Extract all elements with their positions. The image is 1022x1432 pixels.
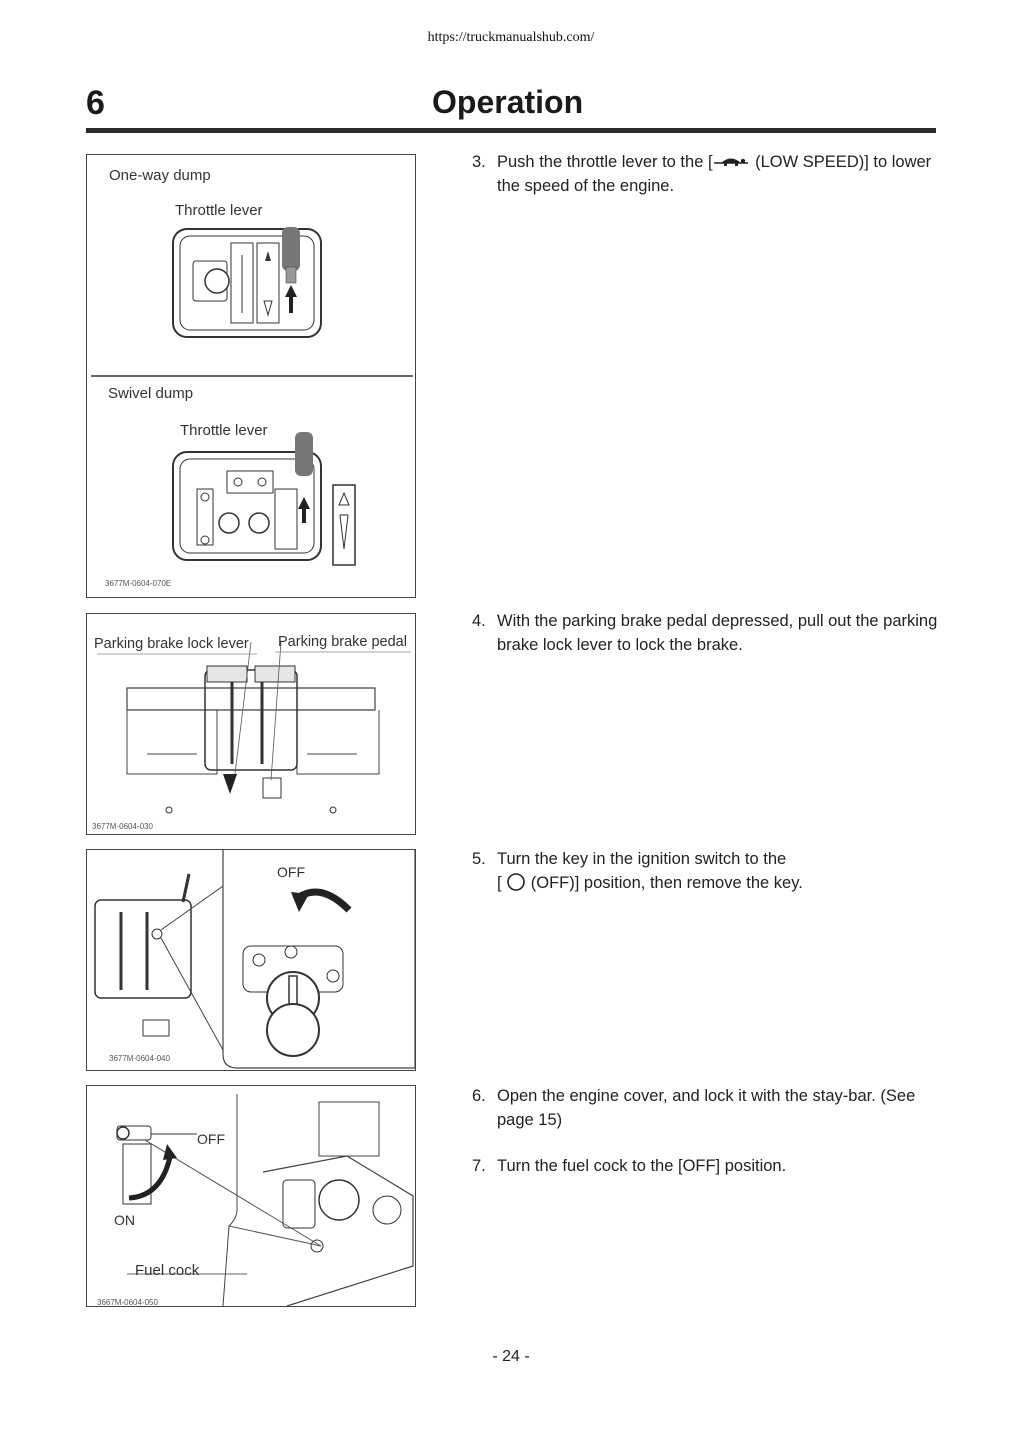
figure-code: 3677M-0604-070E [105,579,172,588]
step-6: 6. Open the engine cover, and lock it wi… [472,1084,942,1132]
figure-throttle-lever: One-way dump Throttle lever Swivel dump … [86,154,416,598]
parking-brake-illustration [97,641,411,814]
chapter-number: 6 [86,84,105,122]
step-number: 5. [472,850,486,868]
off-circle-icon [507,873,525,891]
step-text: Push the throttle lever to the [ (LOW SP… [497,153,932,195]
page-number: - 24 - [492,1348,530,1365]
on-label: ON [114,1212,135,1228]
fuel-cock-label: Fuel cock [135,1262,200,1279]
off-label: OFF [197,1131,225,1147]
header-rule [86,128,936,133]
step-text: With the parking brake pedal depressed, … [497,612,938,654]
turtle-icon [713,158,748,166]
figure-code: 3667M-0604-050 [97,1298,158,1307]
one-way-dump-label: One-way dump [109,167,211,184]
parking-brake-pedal-label: Parking brake pedal [278,634,407,650]
step-3: 3. Push the throttle lever to the [ (LOW… [472,150,942,198]
figure-ignition-switch: OFF 3677M-0604-040 [86,849,416,1071]
step-number: 6. [472,1087,486,1105]
figure-parking-brake: Parking brake lock lever Parking brake p… [86,613,416,835]
step-5: 5. Turn the key in the ignition switch t… [472,847,942,895]
figure-code: 3677M-0604-030 [92,822,153,831]
step-number: 4. [472,612,486,630]
throttle-lever-illustration [91,227,413,566]
step-text: Turn the fuel cock to the [OFF] position… [497,1157,787,1175]
swivel-dump-label: Swivel dump [108,385,194,402]
throttle-lever-label: Throttle lever [175,202,263,219]
ignition-switch-illustration [94,850,415,1069]
off-label: OFF [277,864,305,880]
parking-brake-lock-lever-label: Parking brake lock lever [94,636,249,652]
throttle-lever-label: Throttle lever [180,422,268,439]
step-number: 3. [472,153,486,171]
step-7: 7. Turn the fuel cock to the [OFF] posit… [472,1154,942,1178]
source-url: https://truckmanualshub.com/ [427,30,595,45]
step-text: Open the engine cover, and lock it with … [497,1087,916,1129]
step-4: 4. With the parking brake pedal depresse… [472,609,942,657]
step-number: 7. [472,1157,486,1175]
fuel-cock-illustration [116,1094,414,1306]
page-title: Operation [432,84,584,120]
step-text: Turn the key in the ignition switch to t… [497,850,803,892]
figure-code: 3677M-0604-040 [109,1054,170,1063]
figure-fuel-cock: OFF ON Fuel cock 3667M-0604-050 [86,1085,416,1307]
